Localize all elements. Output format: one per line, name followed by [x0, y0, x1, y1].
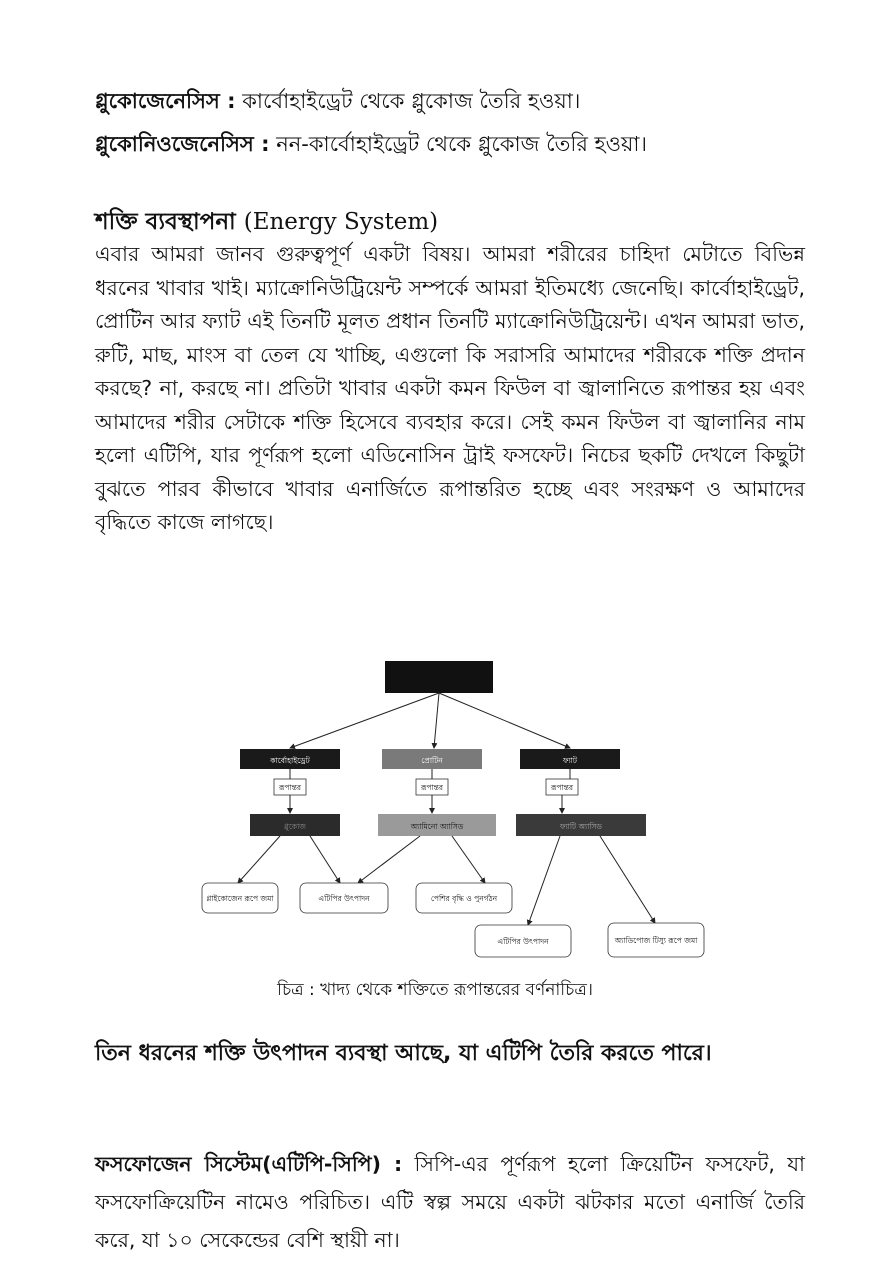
outcome-label: এটিপির উৎপাদন	[318, 893, 370, 903]
outcome-box	[474, 924, 572, 958]
outcome-box	[299, 882, 389, 914]
product-label: অ্যামিনো অ্যাসিড	[410, 822, 464, 831]
macro-box-carbohydrate	[240, 749, 340, 769]
definition-term: গ্লুকোজেনেসিস :	[95, 89, 236, 113]
energy-statement: তিন ধরনের শক্তি উৎপাদন ব্যবস্থা আছে, যা …	[95, 1041, 712, 1066]
definition-gluconeogenesis: গ্লুকোনিওজেনেসিস : নন-কার্বোহাইড্রেট থেক…	[95, 128, 647, 160]
energy-flow-diagram: কার্বোহাইড্রেট প্রোটিন ফ্যাট রূপান্তর রূ…	[201, 661, 705, 958]
definition-term: গ্লুকোনিওজেনেসিস :	[95, 132, 270, 156]
macro-box-protein	[382, 749, 482, 769]
figure-caption: চিত্র : খাদ্য থেকে শক্তিতে রূপান্তরের বর…	[277, 980, 593, 1000]
section-heading: শক্তি ব্যবস্থাপনা (Energy System)	[95, 203, 438, 242]
outcome-label: গ্লাইকোজেন রূপে জমা	[207, 894, 275, 903]
section-heading-en: (Energy System)	[243, 209, 439, 235]
product-box-glucose	[250, 814, 340, 836]
product-label: ফ্যাটি অ্যাসিড	[559, 821, 602, 831]
macro-label: ফ্যাট	[562, 755, 578, 765]
outcome-box	[201, 882, 279, 914]
macro-box-fat	[520, 749, 620, 769]
outcome-label: এটিপির উৎপাদন	[497, 936, 549, 946]
section-paragraph: এবার আমরা জানব গুরুত্বপূর্ণ একটা বিষয়। …	[95, 242, 805, 534]
product-label: গ্লুকোজ	[284, 822, 307, 831]
phosphagen-term: ফসফোজেন সিস্টেম(এটিপি-সিপি) :	[95, 1152, 403, 1176]
convert-label: রূপান্তর	[420, 783, 444, 792]
outcome-label: পেশির বৃদ্ধি ও পুনর্গঠন	[431, 893, 498, 903]
product-box-amino-acid	[378, 814, 496, 836]
definition-glucogenesis: গ্লুকোজেনেসিস : কার্বোহাইড্রেট থেকে গ্লু…	[95, 85, 580, 117]
phosphagen-paragraph: ফসফোজেন সিস্টেম(এটিপি-সিপি) : সিপি-এর পূ…	[95, 1145, 805, 1259]
convert-label: রূপান্তর	[278, 783, 302, 792]
outcome-label: অ্যাডিপোজ টিস্যু রূপে জমা	[614, 935, 698, 945]
definition-text: নন-কার্বোহাইড্রেট থেকে গ্লুকোজ তৈরি হওয়…	[269, 132, 648, 156]
convert-label: রূপান্তর	[550, 783, 574, 792]
top-box	[385, 661, 493, 693]
definition-text: কার্বোহাইড্রেট থেকে গ্লুকোজ তৈরি হওয়া।	[235, 89, 581, 113]
macro-label: প্রোটিন	[421, 755, 443, 765]
phosphagen-text: সিপি-এর পূর্ণরূপ হলো ক্রিয়েটিন ফসফেট, য…	[95, 1152, 806, 1252]
section-heading-bn: শক্তি ব্যবস্থাপনা	[95, 209, 236, 235]
outcome-box	[415, 882, 513, 914]
outcome-box	[607, 922, 705, 958]
product-box-fatty-acid	[516, 814, 646, 836]
macro-label: কার্বোহাইড্রেট	[269, 755, 310, 765]
